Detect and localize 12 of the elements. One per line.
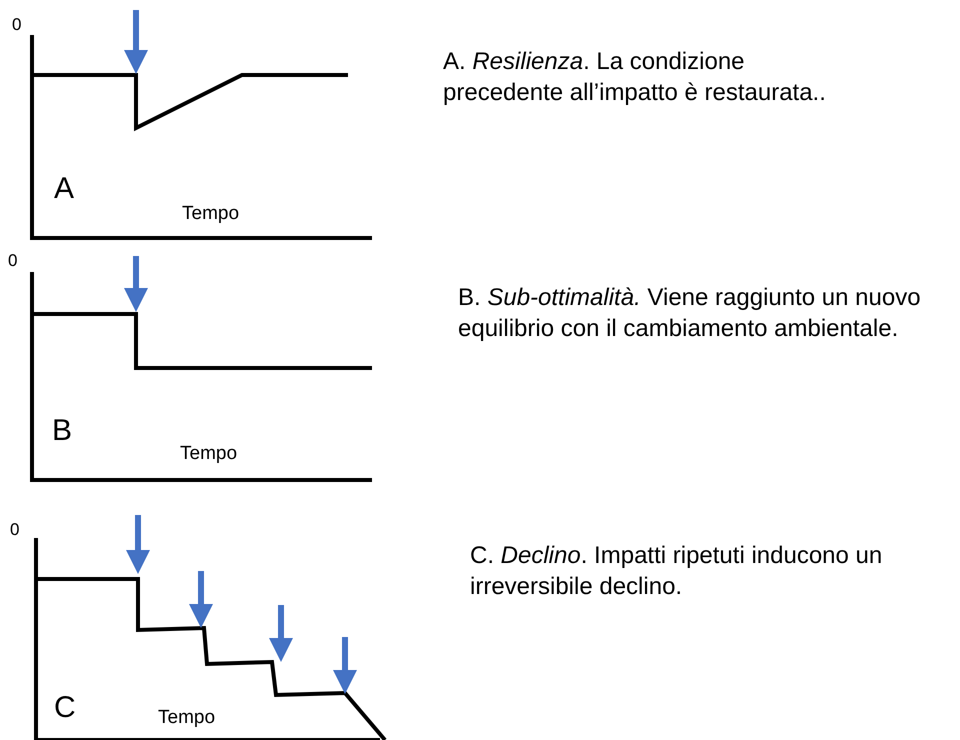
axis-title: Tempo — [182, 204, 240, 225]
panel-letter: B — [52, 414, 72, 447]
axis-title: Tempo — [180, 444, 238, 465]
description-text: C. Declino. Impatti ripetuti inducono un irreversibile declino. — [470, 541, 884, 602]
axis-tick-label: 0 — [10, 521, 20, 540]
axis-tick-label: 0 — [8, 252, 18, 271]
axis-title: Tempo — [158, 708, 216, 729]
panel-letter: C — [54, 691, 76, 724]
axis-tick-label: 0 — [12, 16, 22, 35]
description-text: A. Resilienza. La condizione precedente all’impatto è restaurata.. — [443, 47, 827, 108]
description-text: B. Sub-ottimalità. Viene raggiunto un nuovo equilibrio con il cambiamento ambientale. — [458, 283, 922, 344]
panel-letter: A — [54, 172, 74, 205]
